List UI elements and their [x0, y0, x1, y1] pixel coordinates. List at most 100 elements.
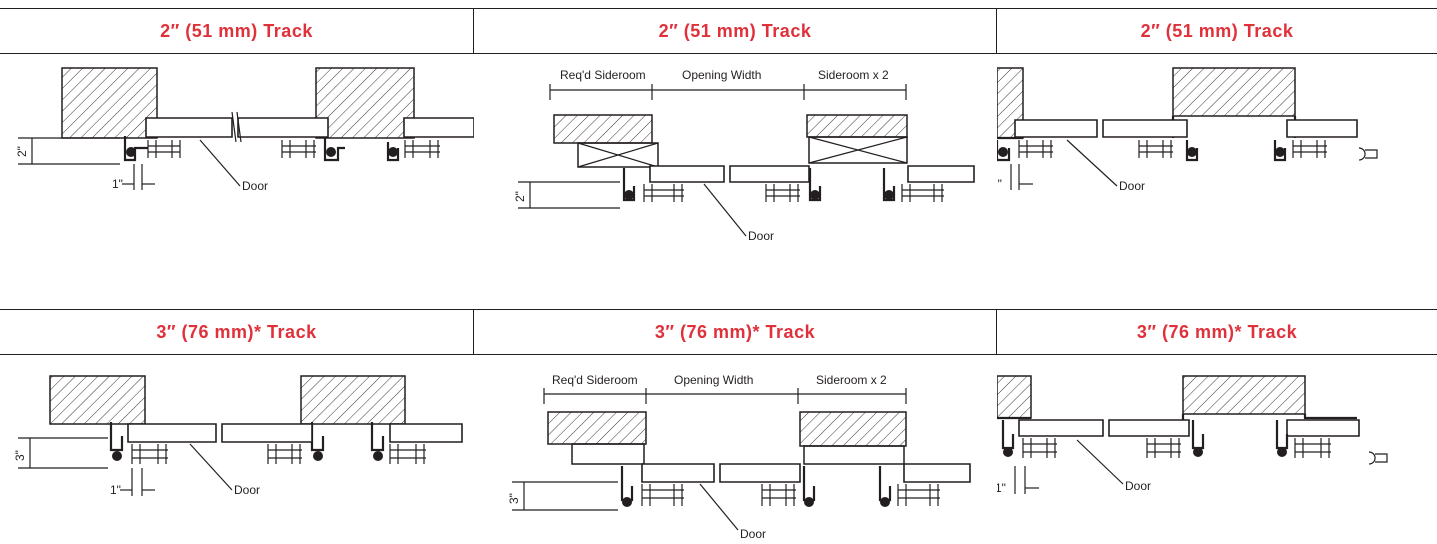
roller-icon	[112, 451, 122, 461]
dim-track-3in: 3"	[13, 450, 27, 461]
wall-right	[806, 114, 908, 138]
diagram-center-3in: Req'd Sideroom Opening Width Sideroom x …	[507, 373, 971, 541]
roller-icon	[884, 190, 894, 200]
bracket-icon	[1294, 438, 1331, 458]
roller-icon	[1275, 147, 1285, 157]
door-panel-1	[641, 463, 715, 483]
wall-right	[799, 411, 907, 447]
dim-gap-1in: 1"	[110, 483, 121, 497]
header-right-2in: 2″ (51 mm) Track	[1140, 20, 1294, 41]
wall-left	[61, 67, 158, 139]
header-center-2in: 2″ (51 mm) Track	[474, 9, 997, 53]
dim-gap-1in: 1"	[112, 177, 123, 191]
bracket-icon	[1138, 140, 1173, 158]
dim-track-2in: 2"	[15, 146, 29, 157]
track-left	[109, 422, 124, 452]
wall-right	[1182, 375, 1306, 415]
door-panel-3	[907, 165, 975, 183]
bracket-icon	[901, 184, 944, 202]
door-label: Door	[748, 229, 774, 243]
diagram-left-3in: 3" 1" Door	[13, 375, 463, 497]
track-right	[878, 466, 892, 502]
roller-icon	[373, 451, 383, 461]
roller-icon	[810, 190, 820, 200]
wall-right	[315, 67, 415, 139]
dim-gap-1in: 1"	[997, 177, 1002, 191]
roller-icon	[804, 497, 814, 507]
roller-icon	[998, 147, 1008, 157]
door-panel-3	[389, 423, 463, 443]
header-block-left	[571, 443, 645, 465]
roller-icon	[326, 147, 336, 157]
bracket-icon	[404, 140, 440, 158]
bracket-icon	[281, 140, 316, 158]
door-label: Door	[1119, 179, 1145, 193]
sideroom-label: Req'd Sideroom	[552, 373, 638, 387]
sideroom-x2-label: Sideroom x 2	[818, 68, 889, 82]
door-panel-1	[145, 117, 233, 138]
track-left	[123, 136, 148, 162]
diagram-left-2in: 2" 1" Door	[15, 67, 474, 193]
track-center	[310, 422, 325, 452]
door-panel-2	[729, 165, 810, 183]
door-panel-2	[719, 463, 801, 483]
track-right	[386, 142, 400, 162]
wall-left	[49, 375, 146, 425]
door-label: Door	[1125, 479, 1151, 493]
track-left	[1001, 420, 1015, 450]
wall-left	[547, 411, 647, 445]
door-panel-2	[237, 117, 329, 138]
dim-track-2in: 2"	[513, 191, 527, 202]
diagram-center-2in: Req'd Sideroom Opening Width Sideroom x …	[513, 68, 975, 243]
header-left-2in: 2″ (51 mm) Track	[0, 9, 474, 53]
roller-icon	[622, 497, 632, 507]
header-row-2in: 2″ (51 mm) Track 2″ (51 mm) Track 2″ (51…	[0, 8, 1437, 54]
track-right	[1275, 420, 1289, 450]
roller-icon	[1193, 447, 1203, 457]
door-panel-3	[1286, 419, 1360, 437]
bracket-icon	[1292, 140, 1327, 158]
door-panel-1	[649, 165, 725, 183]
roller-icon	[1187, 147, 1197, 157]
header-center-3in: 3″ (76 mm)* Track	[474, 310, 997, 354]
bracket-icon	[897, 484, 940, 506]
opening-width-label: Opening Width	[682, 68, 761, 82]
diagram-right-3in: 1" Door	[997, 375, 1388, 495]
roller-icon	[313, 451, 323, 461]
track-center	[1185, 140, 1199, 162]
roller-icon	[624, 190, 634, 200]
door-panel-1	[1018, 419, 1104, 437]
track-center	[323, 136, 345, 162]
door-label: Door	[740, 527, 766, 541]
bracket-icon	[1022, 438, 1057, 458]
dim-gap-1in: 1"	[997, 481, 1006, 495]
door-label: Door	[234, 483, 260, 497]
bracket-icon	[267, 444, 302, 464]
track-right	[1273, 140, 1287, 162]
wall-right	[1172, 67, 1296, 117]
handle-icon	[1368, 451, 1388, 465]
wall-right	[300, 375, 406, 425]
roller-icon	[126, 147, 136, 157]
door-panel-2	[221, 423, 313, 443]
door-panel-1	[1014, 119, 1098, 138]
bracket-icon	[131, 444, 168, 464]
sideroom-x2-label: Sideroom x 2	[816, 373, 887, 387]
header-block-left	[577, 142, 659, 168]
header-block-right	[808, 136, 908, 164]
header-block-right	[803, 445, 905, 465]
bracket-icon	[761, 484, 796, 506]
door-panel-2	[1102, 119, 1188, 138]
roller-icon	[880, 497, 890, 507]
door-label: Door	[242, 179, 268, 193]
track-left	[997, 140, 1011, 162]
door-panel-3	[403, 117, 474, 138]
dim-track-3in: 3"	[507, 493, 521, 504]
door-panel-2	[1108, 419, 1190, 437]
bracket-icon	[765, 184, 800, 202]
roller-icon	[1003, 447, 1013, 457]
sideroom-label: Req'd Sideroom	[560, 68, 646, 82]
door-panel-1	[127, 423, 217, 443]
bracket-icon	[643, 184, 684, 202]
header-left-3in: 3″ (76 mm)* Track	[0, 310, 474, 354]
